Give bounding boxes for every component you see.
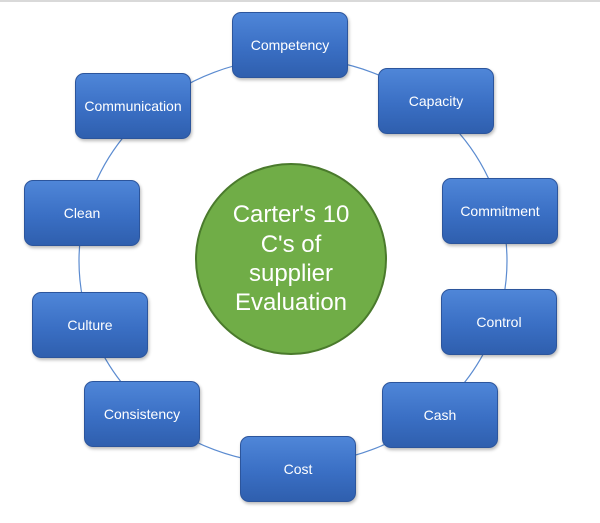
page-top-border: [0, 0, 600, 2]
node-capacity: Capacity: [378, 68, 494, 134]
node-label: Culture: [67, 316, 113, 333]
center-circle: Carter's 10 C's of supplier Evaluation: [195, 163, 387, 355]
node-clean: Clean: [24, 180, 140, 246]
node-label: Commitment: [460, 202, 540, 219]
node-label: Clean: [63, 204, 101, 221]
center-title: Carter's 10 C's of supplier Evaluation: [232, 201, 350, 317]
node-label: Communication: [84, 97, 182, 114]
node-culture: Culture: [32, 292, 148, 358]
node-label: Cost: [283, 460, 313, 477]
node-cost: Cost: [240, 436, 356, 502]
node-label: Competency: [250, 36, 330, 53]
node-cash: Cash: [382, 382, 498, 448]
node-label: Cash: [423, 406, 457, 423]
node-label: Consistency: [103, 405, 181, 422]
node-control: Control: [441, 289, 557, 355]
node-commitment: Commitment: [442, 178, 558, 244]
node-competency: Competency: [232, 12, 348, 78]
node-communication: Communication: [75, 73, 191, 139]
node-label: Control: [476, 313, 522, 330]
node-consistency: Consistency: [84, 381, 200, 447]
node-label: Capacity: [408, 92, 464, 109]
